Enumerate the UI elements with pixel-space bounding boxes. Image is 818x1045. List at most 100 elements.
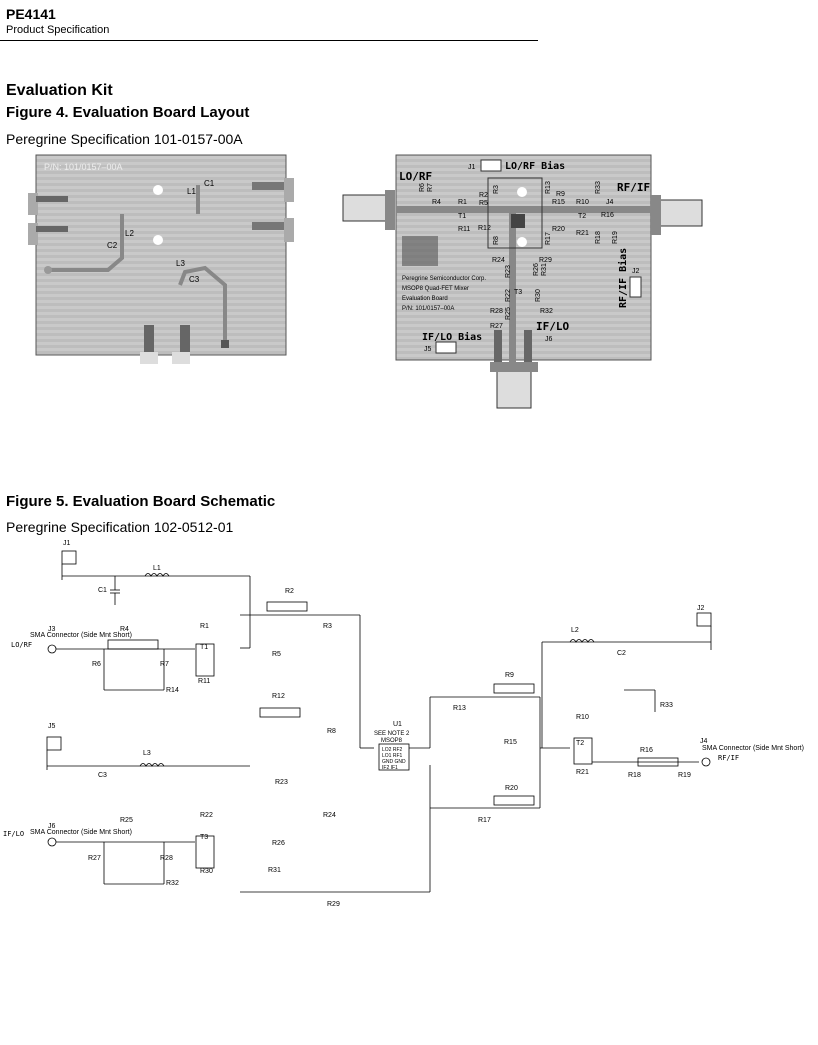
ref-r24: R24 <box>323 812 336 819</box>
ref-r10: R10 <box>576 714 589 721</box>
ref-c1: C1 <box>98 587 107 594</box>
ref-r18: R18 <box>628 772 641 779</box>
board-part: T2 <box>578 213 586 220</box>
board-part: R8 <box>493 236 500 245</box>
board-j4: J4 <box>606 199 614 206</box>
ref-r6: R6 <box>92 661 101 668</box>
ref-j6: J6 <box>48 823 56 830</box>
board-part: R23 <box>505 265 512 278</box>
board-part: R31 <box>541 263 548 276</box>
ref-r9: R9 <box>505 672 514 679</box>
ref-j2: J2 <box>697 605 705 612</box>
left-board-pn: P/N: 101/0157–00A <box>44 162 123 172</box>
ref-r31: R31 <box>268 867 281 874</box>
ref-r17: R17 <box>478 817 491 824</box>
ref-l1: L1 <box>153 565 161 572</box>
board-j2: J2 <box>632 268 640 275</box>
if-lo-input-block: IF/LO J6 SMA Connector (Side Mnt Short) … <box>3 812 215 887</box>
board-part: R13 <box>545 181 552 194</box>
board-layout-figure: P/N: 101/0157–00A L1 C1 L2 C2 L3 C3 <box>28 154 703 409</box>
ref-r19: R19 <box>678 772 691 779</box>
board-part: R26 <box>533 263 540 276</box>
ref-r22: R22 <box>200 812 213 819</box>
board-if-lo: IF/LO <box>536 320 569 333</box>
ref-r16: R16 <box>640 747 653 754</box>
board-lo-rf: LO/RF <box>399 170 432 183</box>
board-part: R9 <box>556 191 565 198</box>
header-rule <box>0 40 538 41</box>
ref-r32: R32 <box>166 880 179 887</box>
board-info-2: MSOP8 Quad-FET Mixer <box>402 286 469 292</box>
section-title: Evaluation Kit <box>6 82 113 99</box>
ref-t3: T3 <box>200 834 208 841</box>
u1-pin-row: LO2 RF2 <box>382 747 403 753</box>
figure5-title: Figure 5. Evaluation Board Schematic <box>6 493 276 510</box>
ref-r5: R5 <box>272 651 281 658</box>
u1-pin-row: GND GND <box>382 759 406 765</box>
board-part: R7 <box>427 183 434 192</box>
ref-r15: R15 <box>504 739 517 746</box>
left-board-c2: C2 <box>107 241 118 250</box>
ref-c2: C2 <box>617 650 626 657</box>
board-info-1: Peregrine Semiconductor Corp. <box>402 276 486 282</box>
board-part: R5 <box>479 200 488 207</box>
ref-extra: R1 <box>200 639 202 641</box>
board-part: R32 <box>540 308 553 315</box>
left-board-l1: L1 <box>187 187 196 196</box>
rf-if-output-block: R10 T2 R21 R33 R16 R18 R19 J4 SMA Connec… <box>573 689 804 779</box>
figure4-spec: Peregrine Specification 101-0157-00A <box>6 131 243 147</box>
sma-label-j3: SMA Connector (Side Mnt Short) <box>30 632 132 639</box>
board-part: R6 <box>419 183 426 192</box>
board-j5: J5 <box>424 346 432 353</box>
ref-r29: R29 <box>327 901 340 908</box>
ref-r3: R3 <box>323 623 332 630</box>
board-part: T3 <box>514 289 522 296</box>
ref-j3: J3 <box>48 626 56 633</box>
board-rf-if-bias: RF/IF Bias <box>617 248 629 308</box>
board-part: R12 <box>478 225 491 232</box>
ref-r1: R1 <box>200 623 209 630</box>
ref-r11: R11 <box>198 678 210 685</box>
board-j6: J6 <box>545 336 553 343</box>
board-part: R18 <box>595 231 602 244</box>
board-j1: J1 <box>468 164 476 171</box>
board-info-4: P/N: 101/0157–00A <box>402 306 454 312</box>
part-number: PE4141 <box>6 6 56 22</box>
j5-bias-block: J5 L3 C3 <box>46 723 250 779</box>
u1-pin-row: LO1 RF1 <box>382 753 403 759</box>
board-part: R3 <box>493 185 500 194</box>
right-board: LO/RF LO/RF Bias RF/IF IF/LO Bias IF/LO … <box>342 154 703 409</box>
left-board-l3: L3 <box>176 259 185 268</box>
board-part: R20 <box>552 226 565 233</box>
board-if-lo-bias: IF/LO Bias <box>422 331 482 343</box>
ref-r28: R28 <box>160 855 173 862</box>
left-board-c1: C1 <box>204 179 215 188</box>
board-lo-rf-bias: LO/RF Bias <box>505 160 565 172</box>
u1-mixer-block: U1 SEE NOTE 2 MSOP8 LO2 RF2 LO1 RF1 GND … <box>374 721 410 771</box>
board-part: R11 <box>458 226 470 233</box>
lbl-rf-if: RF/IF <box>718 754 739 762</box>
sma-label-j6: SMA Connector (Side Mnt Short) <box>30 829 132 836</box>
ref-j1: J1 <box>63 540 71 547</box>
board-part: R16 <box>601 212 614 219</box>
ref-j5: J5 <box>48 723 56 730</box>
ref-r20: R20 <box>505 785 518 792</box>
ref-l3: L3 <box>143 750 151 757</box>
ref-r23: R23 <box>275 779 288 786</box>
ref-r12: R12 <box>272 693 285 700</box>
ref-r2: R2 <box>285 588 294 595</box>
board-part: R27 <box>490 323 503 330</box>
lower-resistor-net: R23 R24 R26 R31 R29 <box>240 765 431 908</box>
ref-r25: R25 <box>120 817 133 824</box>
doc-subtitle: Product Specification <box>6 24 110 36</box>
u1-see-note: SEE NOTE 2 <box>374 731 410 737</box>
ref-r13: R13 <box>453 705 466 712</box>
ref-t1: T1 <box>200 644 208 651</box>
ref-r4: R4 <box>120 626 129 633</box>
board-part: R25 <box>505 307 512 320</box>
left-board-l2: L2 <box>125 229 134 238</box>
lo-rf-input-block: LO/RF J3 SMA Connector (Side Mnt Short) … <box>11 623 215 694</box>
board-part: R4 <box>432 199 441 206</box>
board-part: R10 <box>576 199 589 206</box>
j1-bias-block: J1 L1 C1 <box>61 540 251 649</box>
